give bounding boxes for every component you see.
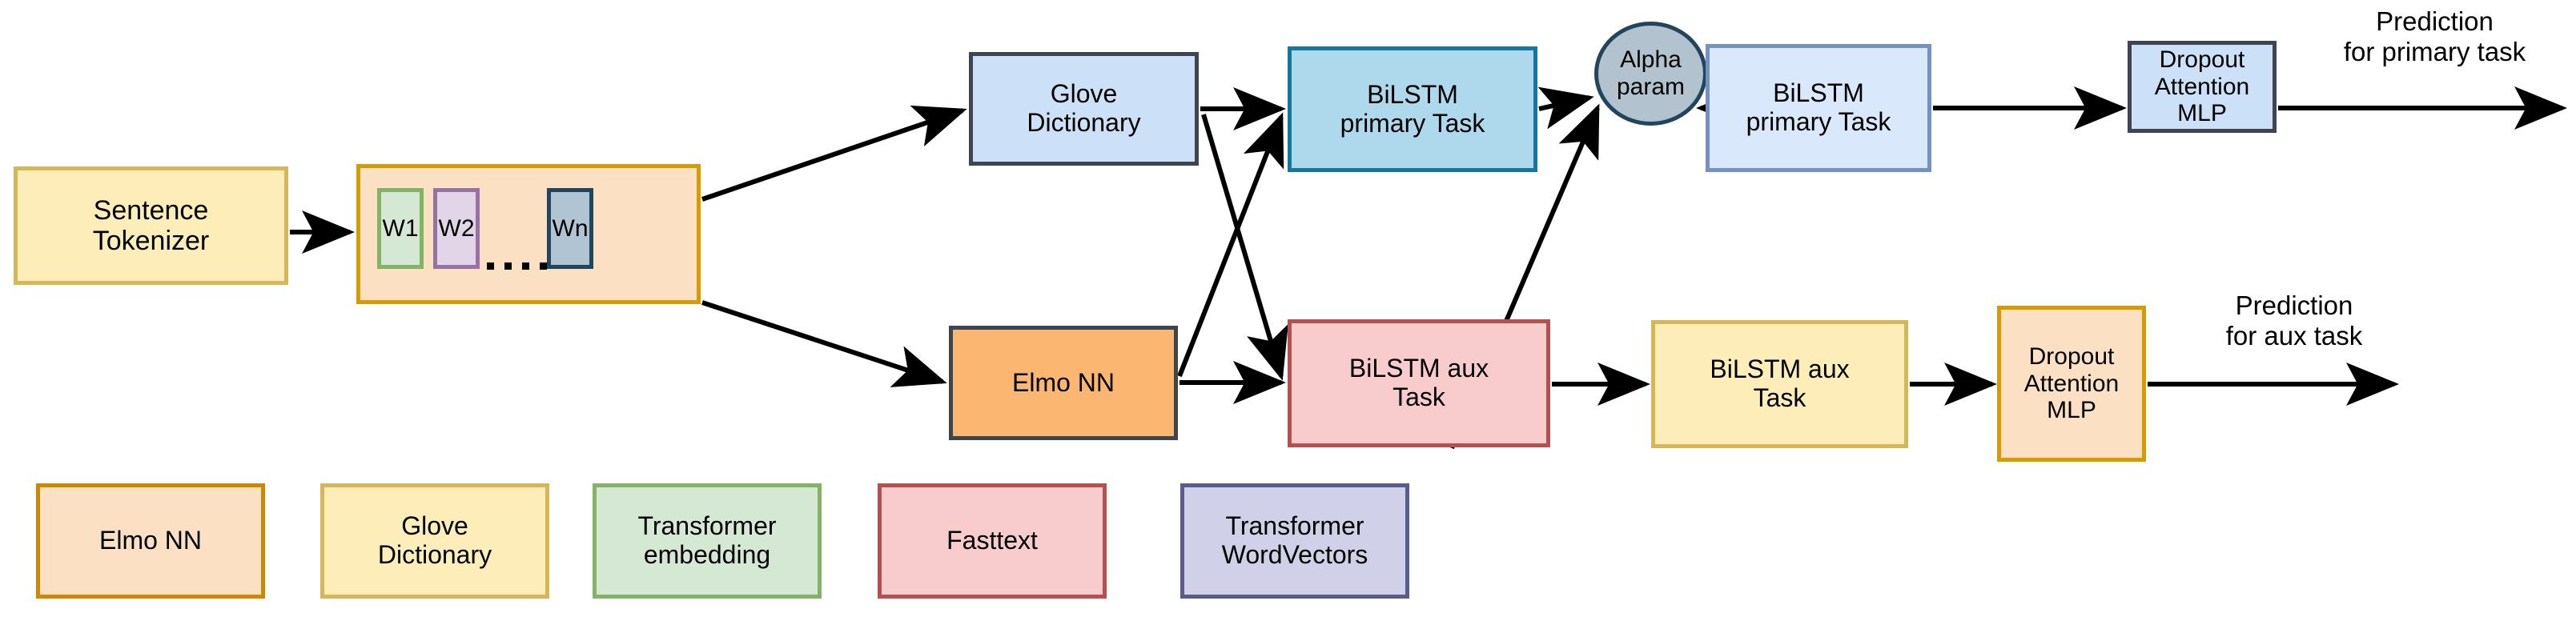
node-glove-dictionary[interactable]: Glove Dictionary [969,52,1199,166]
label-prediction-aux-task: Prediction for aux task [2225,290,2363,351]
legend-item-label: Glove Dictionary [377,511,492,569]
legend-item-label: Fasttext [946,526,1038,555]
node-token-wn[interactable]: Wn [547,188,593,269]
legend-item-label: Elmo NN [98,526,202,555]
edge-bilstm-primary-to-alpha [1537,86,1594,130]
legend-item-3[interactable]: Fasttext [878,483,1107,599]
ellipsis-dot [487,262,494,270]
ellipsis-dot [504,262,512,270]
node-dropout-attention-mlp-primary[interactable]: Dropout Attention MLP [2128,41,2277,133]
node-token-w2[interactable]: W2 [433,188,480,269]
legend-item-1[interactable]: Glove Dictionary [320,483,549,599]
edge-glove-to-bilstm-aux [1201,114,1288,381]
label-prediction-primary-task: Prediction for primary task [2343,6,2526,66]
node-bilstm-aux-task-1[interactable]: BiLSTM aux Task [1288,319,1550,447]
ellipsis-dot [522,262,529,270]
node-elmo-nn[interactable]: Elmo NN [949,326,1178,440]
node-bilstm-primary-task-2[interactable]: BiLSTM primary Task [1706,44,1931,172]
ellipsis-dot [540,262,547,270]
node-sentence-tokenizer[interactable]: Sentence Tokenizer [14,166,288,285]
legend-item-2[interactable]: Transformer embedding [593,483,822,599]
node-bilstm-primary-task-1[interactable]: BiLSTM primary Task [1288,46,1537,172]
node-bilstm-aux-task-2[interactable]: BiLSTM aux Task [1651,320,1908,448]
node-alpha-param[interactable]: Alpha param [1594,22,1707,126]
legend-item-label: Transformer WordVectors [1221,511,1368,569]
legend-item-label: Transformer embedding [637,511,777,569]
edge-tokens-to-elmo [701,300,947,387]
node-token-w1[interactable]: W1 [377,188,424,269]
legend-item-0[interactable]: Elmo NN [36,483,265,599]
legend-item-4[interactable]: Transformer WordVectors [1180,483,1409,599]
ellipsis-icon [487,262,547,270]
node-dropout-attention-mlp-aux[interactable]: Dropout Attention MLP [1997,306,2146,462]
edge-tokens-to-glove [701,105,967,202]
